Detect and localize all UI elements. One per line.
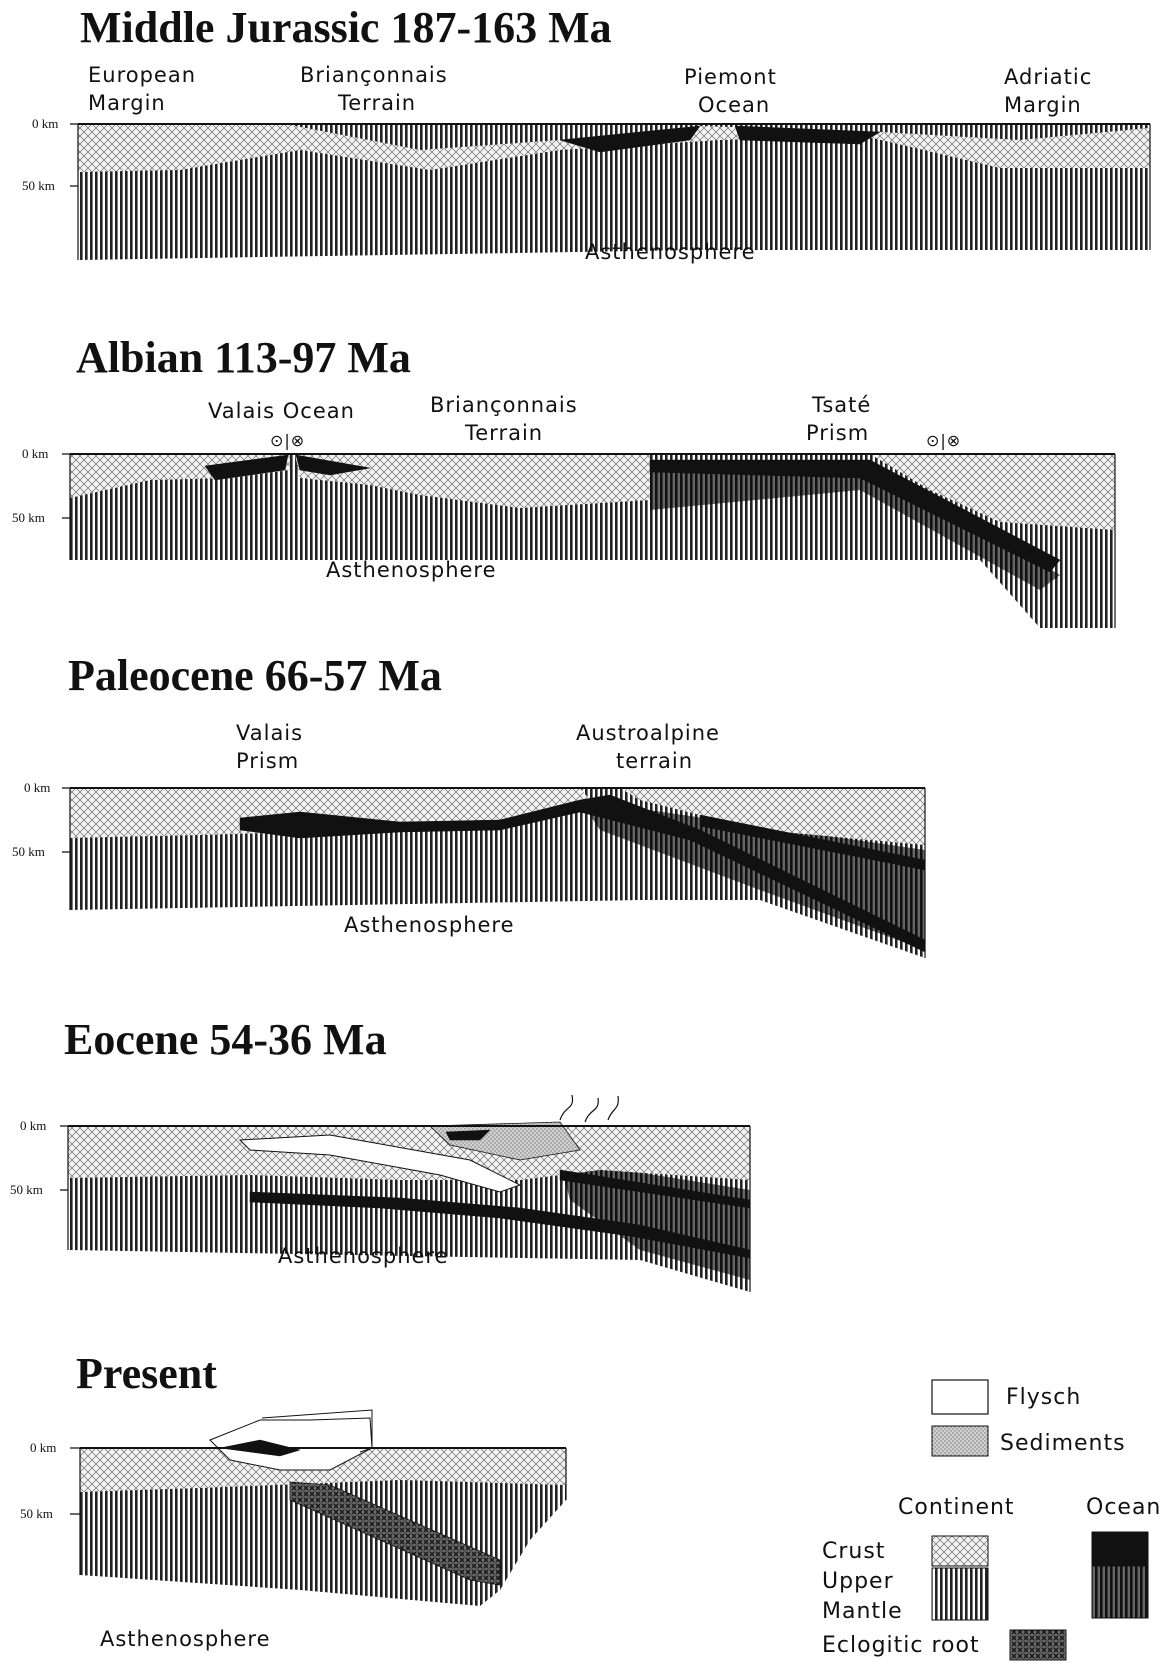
continental-crust-middle <box>295 454 650 508</box>
depth-label-50km: 50 km <box>12 510 45 525</box>
oceanic-mantle <box>580 800 925 950</box>
legend-swatch-eclogitic-root <box>1009 1629 1067 1661</box>
legend-label-eclogitic-root: Eclogitic root <box>822 1633 980 1658</box>
legend-label-ocean: Ocean <box>1086 1495 1161 1520</box>
upper-mantle-layer <box>78 124 1150 260</box>
legend: Flysch Sediments Continent Ocean Crust U… <box>822 1379 1161 1661</box>
panel-present: Present 0 km 50 km Asthenosphere <box>20 1349 567 1651</box>
oceanic-crust-valais-right <box>295 454 371 476</box>
depth-ticks <box>70 1447 80 1515</box>
continental-crust-left <box>70 788 590 838</box>
section-edges <box>69 788 926 958</box>
legend-swatch-flysch <box>931 1379 989 1415</box>
panel-albian: Albian 113-97 Ma 0 km 50 km Valais Ocean… <box>12 333 1116 628</box>
label-tsate-2: Prism <box>806 421 869 445</box>
continental-crust-right <box>620 788 925 845</box>
oceanic-crust-valais-left <box>204 454 289 481</box>
depth-label-0km: 0 km <box>30 1440 56 1455</box>
label-valais-ocean: Valais Ocean <box>208 399 355 423</box>
legend-swatch-oceanic-mantle <box>1091 1565 1149 1619</box>
label-valais-prism-2: Prism <box>236 749 299 773</box>
depth-label-50km: 50 km <box>12 844 45 859</box>
oceanic-crust-right <box>734 125 881 145</box>
depth-label-50km: 50 km <box>20 1506 53 1521</box>
label-brianconnais-1: Briançonnais <box>430 393 578 417</box>
label-asthenosphere: Asthenosphere <box>344 913 515 937</box>
upper-mantle-layer <box>70 454 1115 628</box>
section-edges <box>77 124 1151 260</box>
label-piemont-1: Piemont <box>684 65 777 89</box>
label-adriatic-1: Adriatic <box>1004 65 1092 89</box>
depth-ticks <box>70 123 78 187</box>
panel-paleocene: Paleocene 66-57 Ma 0 km 50 km Valais Pri… <box>12 651 926 958</box>
ophiolite-klippe <box>445 1129 491 1141</box>
depth-label-50km: 50 km <box>22 178 55 193</box>
label-brianconnais-2: Terrain <box>464 421 543 445</box>
eclogitic-root <box>289 1481 501 1586</box>
panel-title: Paleocene 66-57 Ma <box>68 651 442 700</box>
depth-label-0km: 0 km <box>20 1118 46 1133</box>
oceanic-mantle <box>560 1160 750 1280</box>
label-adriatic-2: Margin <box>1004 93 1082 117</box>
motion-symbols-left: ⊙|⊗ <box>270 431 305 450</box>
label-austroalpine-2: terrain <box>616 749 693 773</box>
oceanic-crust-tsate <box>649 459 1061 573</box>
depth-ticks <box>60 1125 68 1191</box>
legend-swatch-sediments <box>931 1425 989 1457</box>
section-edges <box>79 1448 567 1575</box>
continental-crust-right <box>870 454 1115 530</box>
depth-label-50km: 50 km <box>10 1182 43 1197</box>
flysch-nappe <box>238 1134 522 1193</box>
oceanic-crust-left <box>559 125 701 153</box>
panel-middle-jurassic: Middle Jurassic 187-163 Ma 0 km 50 km Eu… <box>22 3 1151 264</box>
section-edges <box>69 454 1116 628</box>
label-asthenosphere: Asthenosphere <box>100 1627 271 1651</box>
label-european-margin-1: European <box>88 63 196 87</box>
label-european-margin-2: Margin <box>88 91 166 115</box>
legend-label-upper-mantle-1: Upper <box>822 1569 894 1594</box>
label-asthenosphere: Asthenosphere <box>585 240 756 264</box>
panel-title: Present <box>76 1349 217 1398</box>
section-edges <box>67 1126 751 1292</box>
panel-title: Albian 113-97 Ma <box>76 333 411 382</box>
depth-ticks <box>62 453 70 519</box>
depth-label-0km: 0 km <box>32 116 58 131</box>
label-austroalpine-1: Austroalpine <box>576 721 720 745</box>
label-brianconnais-2: Terrain <box>337 91 416 115</box>
depth-label-0km: 0 km <box>24 780 50 795</box>
depth-label-0km: 0 km <box>22 446 48 461</box>
panel-title: Middle Jurassic 187-163 Ma <box>80 3 612 52</box>
legend-swatch-continental-crust <box>931 1535 989 1567</box>
continental-crust <box>78 124 1150 172</box>
oceanic-mantle <box>650 462 1060 590</box>
legend-label-upper-mantle-2: Mantle <box>822 1599 903 1624</box>
legend-label-flysch: Flysch <box>1006 1385 1081 1410</box>
label-valais-prism-1: Valais <box>236 721 303 745</box>
panel-eocene: Eocene 54-36 Ma 0 km 50 km Asthenosphere <box>10 1015 751 1292</box>
label-brianconnais-1: Briançonnais <box>300 63 448 87</box>
legend-label-sediments: Sediments <box>1000 1431 1126 1456</box>
legend-label-crust: Crust <box>822 1539 885 1564</box>
legend-label-continent: Continent <box>898 1495 1015 1520</box>
label-asthenosphere: Asthenosphere <box>278 1244 449 1268</box>
volcanic-plume-lines <box>559 1094 619 1123</box>
label-tsate-1: Tsaté <box>811 393 871 417</box>
motion-symbols-right: ⊙|⊗ <box>926 431 961 450</box>
label-piemont-2: Ocean <box>698 93 770 117</box>
panel-title: Eocene 54-36 Ma <box>64 1015 387 1064</box>
legend-swatch-oceanic-crust <box>1091 1531 1149 1567</box>
label-asthenosphere: Asthenosphere <box>326 558 497 582</box>
nappe-outline <box>261 1409 373 1453</box>
depth-ticks <box>62 787 70 853</box>
legend-swatch-continental-mantle <box>931 1567 989 1621</box>
